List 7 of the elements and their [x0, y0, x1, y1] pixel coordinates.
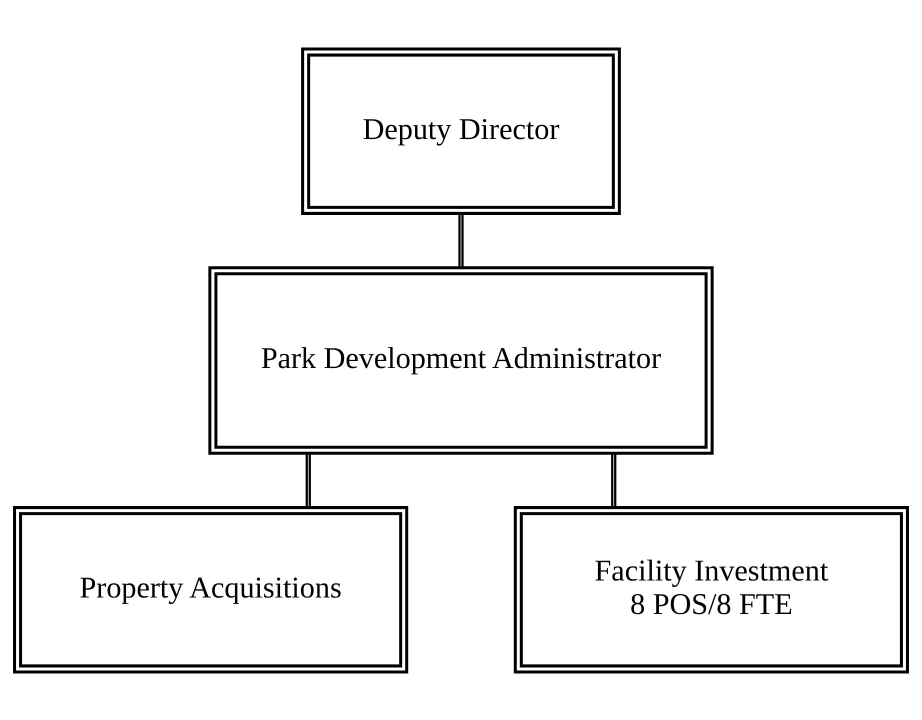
node-box: Park Development Administrator	[208, 266, 714, 454]
connector	[306, 453, 311, 506]
node-box: Deputy Director	[301, 47, 621, 214]
connector	[458, 214, 464, 267]
node-box: Facility Investment 8 POS/8 FTE	[514, 506, 909, 673]
connector	[611, 453, 616, 506]
node-box: Property Acquisitions	[13, 506, 408, 673]
